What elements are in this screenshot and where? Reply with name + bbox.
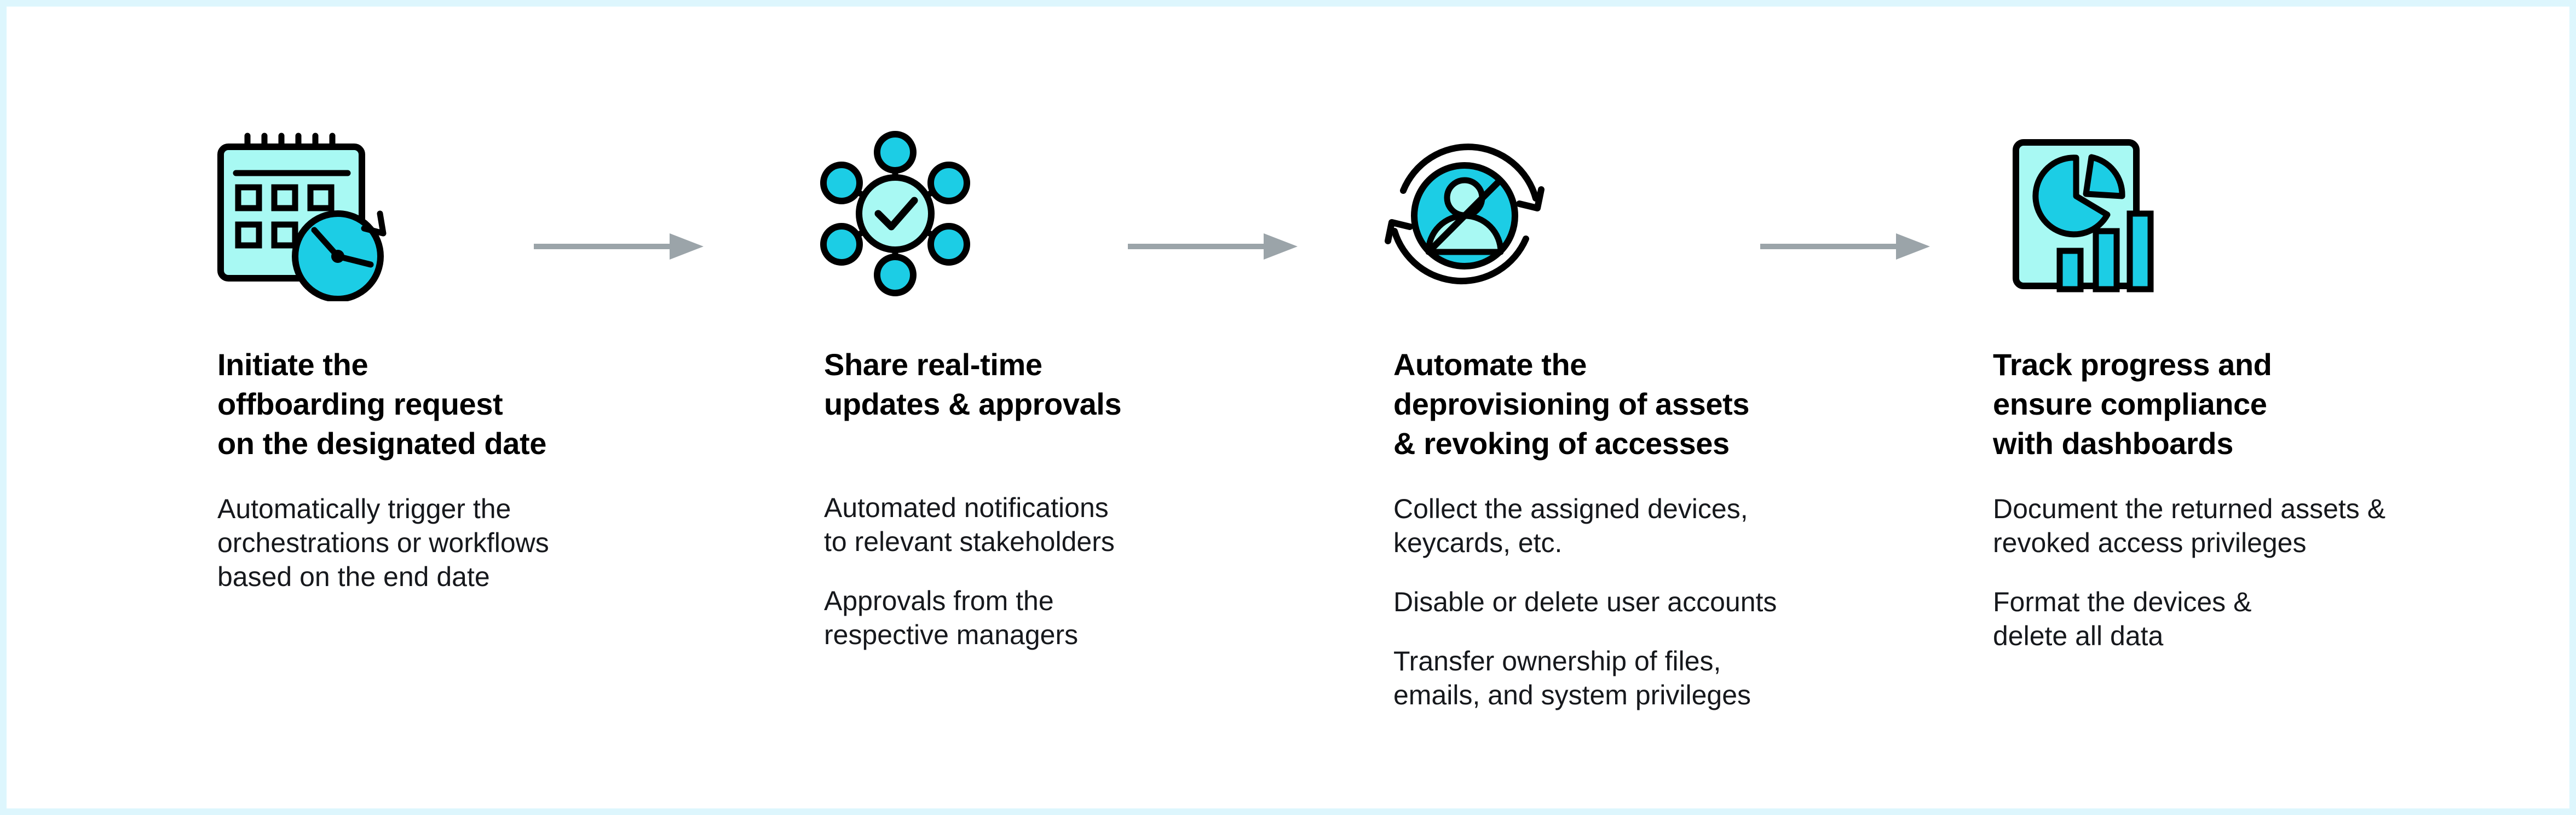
step-2-text: Share real-time updates & approvals Auto… (824, 345, 1202, 652)
arrow-right-icon (1760, 233, 1930, 260)
step-2: Share real-time updates & approvals Auto… (820, 0, 1207, 815)
step-4-bullets: Document the returned assets & revoked a… (1993, 492, 2431, 653)
step-4-title: Track progress and ensure compliance wit… (1993, 347, 2272, 461)
step-3-title: Automate the deprovisioning of assets & … (1393, 347, 1750, 461)
step-3: Automate the deprovisioning of assets & … (1385, 0, 1809, 815)
bullet: Approvals from the respective managers (824, 586, 1079, 650)
bullet: Document the returned assets & revoked a… (1993, 493, 2386, 558)
user-revoke-cycle-icon (1385, 144, 1545, 285)
step-2-icon (802, 126, 988, 301)
step-1: Initiate the offboarding request on the … (217, 0, 798, 815)
step-4-text: Track progress and ensure compliance wit… (1993, 345, 2431, 653)
bullet: Automatically trigger the orchestrations… (217, 493, 549, 592)
step-3-bullets: Collect the assigned devices, keycards, … (1393, 492, 1809, 712)
step-4: Track progress and ensure compliance wit… (1993, 0, 2431, 815)
step-3-text: Automate the deprovisioning of assets & … (1393, 345, 1809, 712)
content-canvas (7, 7, 2569, 808)
step-1-title: Initiate the offboarding request on the … (217, 347, 547, 461)
bullet: Transfer ownership of files, emails, and… (1393, 646, 1751, 710)
calendar-clock-icon (217, 133, 387, 301)
step-2-title: Share real-time updates & approvals (824, 347, 1122, 421)
bullet: Format the devices & delete all data (1993, 587, 2252, 651)
step-2-bullets: Automated notifications to relevant stak… (824, 491, 1202, 652)
bullet: Automated notifications to relevant stak… (824, 492, 1115, 557)
step-1-bullets: Automatically trigger the orchestrations… (217, 492, 601, 594)
arrow-right-icon (534, 233, 704, 260)
network-check-hub-icon (820, 131, 970, 296)
connector-arrow-3 (1760, 230, 1930, 263)
dashboard-report-icon (2013, 139, 2154, 292)
step-1-icon (213, 126, 410, 301)
bullet: Disable or delete user accounts (1393, 587, 1777, 617)
connector-arrow-2 (1128, 230, 1298, 263)
step-4-icon (1990, 126, 2176, 301)
arrow-right-icon (1128, 233, 1298, 260)
connector-arrow-1 (534, 230, 704, 263)
step-1-text: Initiate the offboarding request on the … (217, 345, 601, 594)
step-3-icon (1371, 126, 1558, 301)
bullet: Collect the assigned devices, keycards, … (1393, 493, 1748, 558)
